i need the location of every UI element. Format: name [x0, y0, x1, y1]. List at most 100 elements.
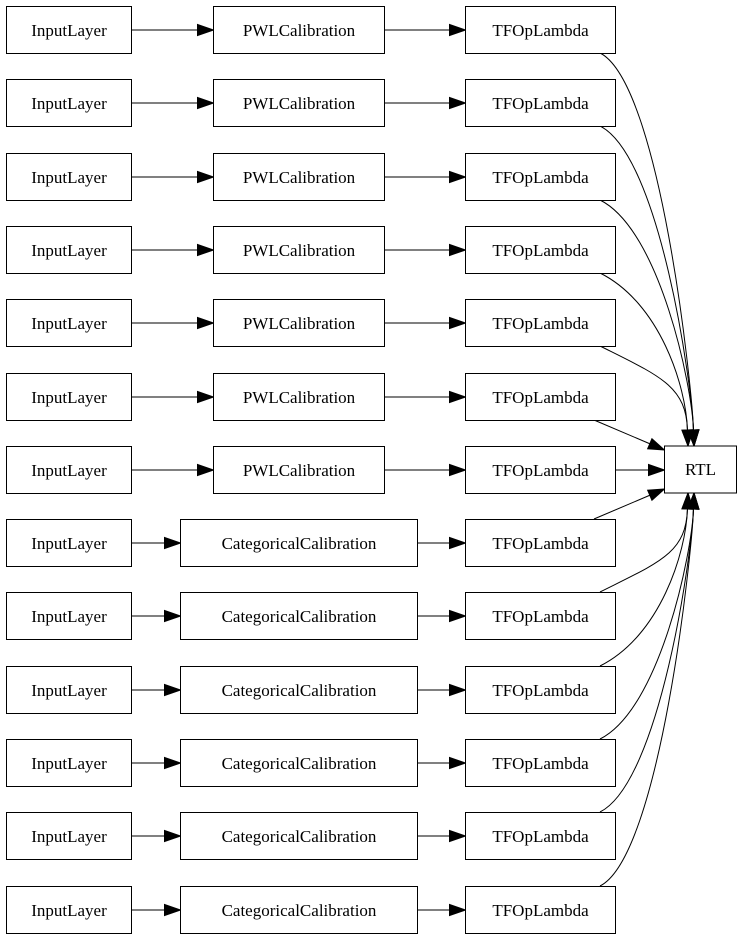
edge-input-to-calibration-2-arrowhead: [197, 96, 216, 110]
node-tfoplambda-3-label: TFOpLambda: [492, 168, 589, 187]
node-pwl-calibration-6: PWLCalibration: [213, 373, 385, 421]
node-pwl-calibration-6-box: [213, 373, 385, 421]
node-input-layer-9-label: InputLayer: [31, 607, 107, 626]
node-input-layer-5-label: InputLayer: [31, 314, 107, 333]
node-input-layer-3-box: [6, 153, 132, 201]
node-input-layer-12-box: [6, 812, 132, 860]
node-input-layer-3-label: InputLayer: [31, 168, 107, 187]
node-input-layer-7-box: [6, 446, 132, 494]
node-tfoplambda-8: TFOpLambda: [465, 519, 616, 567]
node-tfoplambda-7-box: [465, 446, 616, 494]
node-input-layer-8: InputLayer: [6, 519, 132, 567]
node-tfoplambda-11-label: TFOpLambda: [492, 754, 589, 773]
node-input-layer-5-box: [6, 299, 132, 347]
node-input-layer-13-label: InputLayer: [31, 901, 107, 920]
edge-calibration-to-op-9-arrowhead: [449, 609, 468, 623]
node-input-layer-11: InputLayer: [6, 739, 132, 787]
edge-calibration-to-op-11-arrowhead: [449, 756, 468, 770]
node-tfoplambda-9-box: [465, 592, 616, 640]
node-tfoplambda-7-label: TFOpLambda: [492, 461, 589, 480]
edge-input-to-calibration-7-arrowhead: [197, 463, 216, 477]
edge-calibration-to-op-2-arrowhead: [449, 96, 468, 110]
node-tfoplambda-12-box: [465, 812, 616, 860]
node-input-layer-11-box: [6, 739, 132, 787]
edges: [131, 23, 700, 917]
node-input-layer-10-box: [6, 666, 132, 714]
node-pwl-calibration-7-label: PWLCalibration: [243, 461, 356, 480]
node-input-layer-4-box: [6, 226, 132, 274]
node-tfoplambda-4: TFOpLambda: [465, 226, 616, 274]
node-categorical-calibration-10-box: [180, 666, 418, 714]
node-tfoplambda-2-box: [465, 79, 616, 127]
node-pwl-calibration-2: PWLCalibration: [213, 79, 385, 127]
edge-input-to-calibration-10-arrowhead: [164, 683, 183, 697]
node-pwl-calibration-1: PWLCalibration: [213, 6, 385, 54]
node-input-layer-1: InputLayer: [6, 6, 132, 54]
node-tfoplambda-2: TFOpLambda: [465, 79, 616, 127]
node-tfoplambda-5-box: [465, 299, 616, 347]
node-pwl-calibration-4-label: PWLCalibration: [243, 241, 356, 260]
edge-op-to-rtl-8: [593, 494, 650, 520]
node-categorical-calibration-12: CategoricalCalibration: [180, 812, 418, 860]
node-input-layer-8-label: InputLayer: [31, 534, 107, 553]
edge-input-to-calibration-3-arrowhead: [197, 170, 216, 184]
node-rtl: RTL: [664, 445, 737, 494]
node-categorical-calibration-8: CategoricalCalibration: [180, 519, 418, 567]
node-tfoplambda-5-label: TFOpLambda: [492, 314, 589, 333]
edge-op-to-rtl-13: [599, 508, 694, 887]
node-pwl-calibration-2-label: PWLCalibration: [243, 94, 356, 113]
node-tfoplambda-1-label: TFOpLambda: [492, 21, 589, 40]
node-tfoplambda-6: TFOpLambda: [465, 373, 616, 421]
node-categorical-calibration-13: CategoricalCalibration: [180, 886, 418, 934]
node-input-layer-6: InputLayer: [6, 373, 132, 421]
node-input-layer-1-label: InputLayer: [31, 21, 107, 40]
edge-calibration-to-op-4-arrowhead: [449, 243, 468, 257]
node-tfoplambda-4-box: [465, 226, 616, 274]
node-categorical-calibration-9-label: CategoricalCalibration: [222, 607, 377, 626]
node-input-layer-5: InputLayer: [6, 299, 132, 347]
node-categorical-calibration-11-label: CategoricalCalibration: [222, 754, 377, 773]
edge-calibration-to-op-3-arrowhead: [449, 170, 468, 184]
node-tfoplambda-12-label: TFOpLambda: [492, 827, 589, 846]
edge-input-to-calibration-13-arrowhead: [164, 903, 183, 917]
node-pwl-calibration-1-label: PWLCalibration: [243, 21, 356, 40]
node-rtl-label: RTL: [685, 460, 716, 479]
edge-op-to-rtl-7-arrowhead: [648, 463, 667, 477]
edge-op-to-rtl-5: [599, 345, 688, 431]
node-pwl-calibration-4-box: [213, 226, 385, 274]
node-tfoplambda-10-label: TFOpLambda: [492, 681, 589, 700]
node-input-layer-2-label: InputLayer: [31, 94, 107, 113]
node-tfoplambda-9-label: TFOpLambda: [492, 607, 589, 626]
node-pwl-calibration-6-label: PWLCalibration: [243, 388, 356, 407]
node-pwl-calibration-5-label: PWLCalibration: [243, 314, 356, 333]
node-input-layer-13-box: [6, 886, 132, 934]
node-input-layer-10: InputLayer: [6, 666, 132, 714]
edge-calibration-to-op-1-arrowhead: [449, 23, 468, 37]
edge-op-to-rtl-4: [599, 272, 688, 431]
node-tfoplambda-1-box: [465, 6, 616, 54]
node-input-layer-10-label: InputLayer: [31, 681, 107, 700]
node-categorical-calibration-11: CategoricalCalibration: [180, 739, 418, 787]
edge-calibration-to-op-5-arrowhead: [449, 316, 468, 330]
edge-input-to-calibration-8-arrowhead: [164, 536, 183, 550]
node-categorical-calibration-9: CategoricalCalibration: [180, 592, 418, 640]
node-pwl-calibration-3-box: [213, 153, 385, 201]
edge-input-to-calibration-4-arrowhead: [197, 243, 216, 257]
edge-calibration-to-op-12-arrowhead: [449, 829, 468, 843]
node-input-layer-9: InputLayer: [6, 592, 132, 640]
edge-op-to-rtl-6-arrowhead: [646, 437, 666, 451]
edge-op-to-rtl-3: [599, 199, 694, 431]
node-tfoplambda-3-box: [465, 153, 616, 201]
node-pwl-calibration-7: PWLCalibration: [213, 446, 385, 494]
node-tfoplambda-2-label: TFOpLambda: [492, 94, 589, 113]
node-tfoplambda-1: TFOpLambda: [465, 6, 616, 54]
node-categorical-calibration-10-label: CategoricalCalibration: [222, 681, 377, 700]
node-pwl-calibration-3: PWLCalibration: [213, 153, 385, 201]
edge-op-to-rtl-10: [599, 508, 688, 667]
node-pwl-calibration-1-box: [213, 6, 385, 54]
node-input-layer-6-box: [6, 373, 132, 421]
edge-input-to-calibration-11-arrowhead: [164, 756, 183, 770]
node-input-layer-6-label: InputLayer: [31, 388, 107, 407]
node-tfoplambda-11-box: [465, 739, 616, 787]
